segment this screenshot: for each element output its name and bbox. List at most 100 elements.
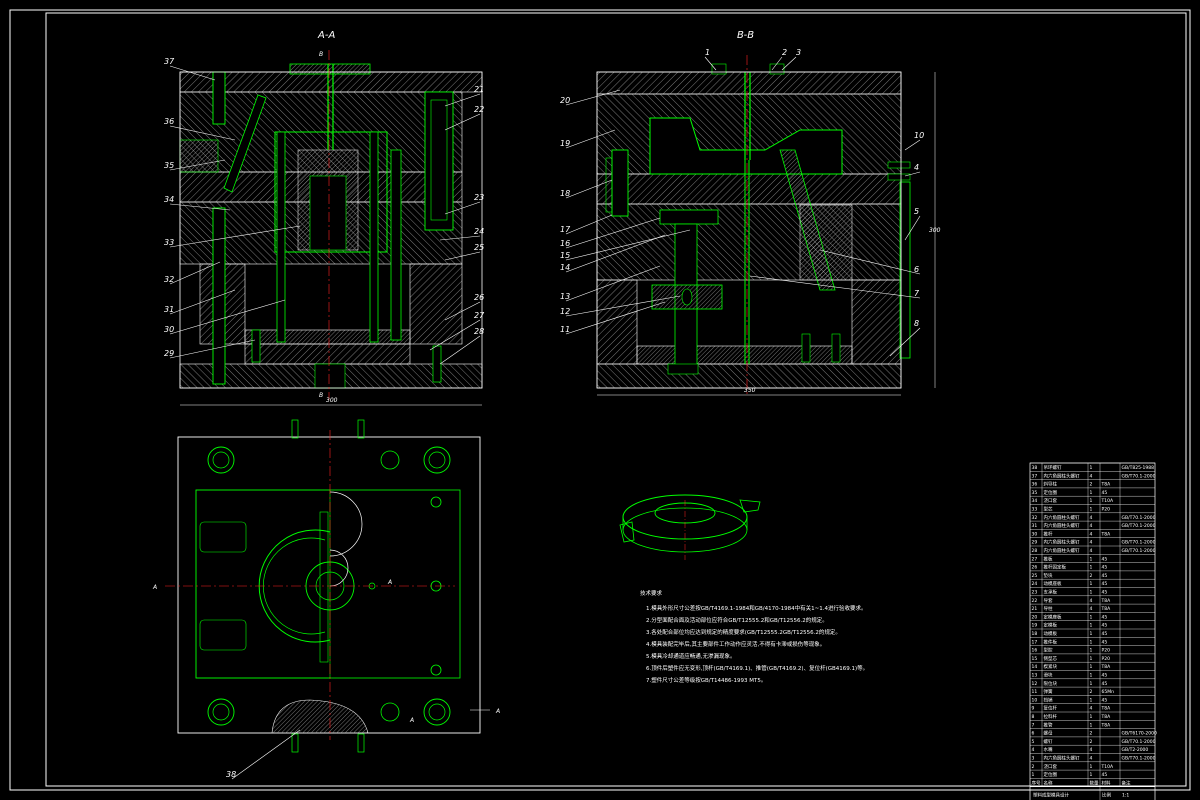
bom-cell: 45	[1102, 623, 1108, 629]
bom-cell: 45	[1102, 590, 1108, 596]
cut-mark-b-bottom: B	[319, 392, 323, 399]
leader-26: 26	[444, 293, 484, 321]
bom-cell: P20	[1102, 656, 1111, 662]
bom-cell: 4	[1090, 531, 1093, 537]
bom-cell: 弹簧	[1044, 688, 1053, 695]
bom-cell: 1	[1090, 764, 1093, 770]
bom-cell: 9	[1032, 706, 1035, 712]
bom-cell: 内六角圆柱头螺钉	[1044, 755, 1080, 762]
leader-number: 14	[560, 263, 570, 272]
leader-number: 34	[164, 195, 174, 204]
bom-cell: 2	[1090, 689, 1093, 695]
leader-7: 7	[749, 275, 921, 299]
bom-cell: 4	[1090, 548, 1093, 554]
bom-cell: 45	[1102, 772, 1108, 778]
bom-cell: 45	[1102, 639, 1108, 645]
section-aa-title: A-A	[317, 30, 335, 41]
bom-cell: 4	[1090, 756, 1093, 762]
bom-cell: 4	[1032, 747, 1035, 753]
bom-cell: 内六角圆柱头螺钉	[1044, 547, 1080, 554]
section-aa-view: A-A B B	[179, 30, 483, 406]
title-block-scale: 1:1	[1122, 793, 1129, 799]
leader-12: 12	[560, 295, 681, 317]
leader-28: 28	[439, 327, 484, 365]
bom-cell: T10A	[1101, 764, 1114, 770]
bom-cell: 序号	[1032, 779, 1041, 786]
plan-view: A A A A	[152, 419, 500, 753]
leader-5: 5	[904, 207, 921, 241]
leader-number: 35	[164, 161, 174, 170]
bom-cell: 垫块	[1044, 572, 1053, 579]
bom-cell: 45	[1102, 573, 1108, 579]
leader-number: 37	[164, 57, 175, 66]
cut-mark-a-center: A	[387, 579, 392, 586]
bom-cell: T8A	[1101, 598, 1112, 604]
bom-cell: 21	[1032, 606, 1038, 612]
leader-22: 22	[444, 105, 484, 131]
bom-cell: 材料	[1102, 779, 1111, 786]
dim-height-right: 300	[929, 227, 941, 234]
bom-cell: 挡销	[1044, 696, 1053, 703]
bom-cell: 45	[1102, 565, 1108, 571]
bom-cell: 浇口套	[1044, 497, 1058, 504]
leader-number: 19	[560, 139, 570, 148]
leader-number: 23	[474, 193, 484, 202]
leader-number: 3	[796, 48, 801, 57]
leader-number: 1	[705, 48, 710, 57]
bom-cell: 6	[1032, 731, 1035, 737]
bom-cell: GB/T70.1-2000	[1122, 473, 1156, 479]
bom-cell: 1	[1090, 772, 1093, 778]
leader-number: 17	[560, 225, 571, 234]
leader-number: 38	[226, 770, 236, 779]
bom-cell: 2	[1032, 764, 1035, 770]
leader-31: 31	[164, 289, 236, 315]
bom-cell: T8A	[1101, 706, 1112, 712]
bom-cell: 2	[1090, 482, 1093, 488]
bom-cell: 推杆	[1044, 530, 1053, 537]
bom-cell: 浇口套	[1044, 763, 1058, 770]
bom-cell: 定位圈	[1044, 771, 1058, 778]
leader-number: 25	[474, 243, 484, 252]
leader-30: 30	[164, 299, 286, 335]
notes-title: 技术要求	[640, 589, 663, 597]
bom-cell: 36	[1032, 482, 1038, 488]
leader-24: 24	[439, 227, 484, 241]
leader-number: 36	[164, 117, 174, 126]
leader-number: 13	[560, 292, 570, 301]
cut-mark-a-bottom: A	[409, 717, 414, 724]
leader-number: 11	[560, 325, 570, 334]
bom-cell: 定模座板	[1044, 613, 1062, 620]
bom-cell: 1	[1090, 498, 1093, 504]
bom-cell: GB/T70.1-2000	[1122, 548, 1156, 554]
leader-number: 16	[560, 239, 570, 248]
leader-21: 21	[444, 85, 484, 107]
note-line-6: 6.顶件后塑件应无变形,顶杆(GB/T4169.1)、推管(GB/T4169.2…	[646, 664, 868, 672]
leader-27: 27	[429, 311, 485, 351]
leader-number: 10	[914, 131, 924, 140]
dim-width-left: 300	[326, 397, 338, 404]
section-bb-title: B-B	[737, 30, 754, 41]
bom-cell: 滑块	[1044, 672, 1053, 679]
bom-cell: 限位块	[1044, 680, 1058, 687]
bom-cell: 定位圈	[1044, 489, 1058, 496]
title-block-name: 塑料成型模具设计	[1033, 792, 1069, 799]
leader-number: 8	[914, 319, 919, 328]
bom-cell: 1	[1090, 623, 1093, 629]
bom-cell: 推件板	[1044, 638, 1058, 645]
bom-cell: 33	[1032, 507, 1038, 513]
bom-cell: GB/T6170-2000	[1122, 731, 1158, 737]
bom-cell: 45	[1102, 614, 1108, 620]
bom-cell: GB/T70.1-2000	[1122, 515, 1156, 521]
bom-cell: 斜导柱	[1044, 481, 1058, 488]
bom-cell: 15	[1032, 656, 1038, 662]
leader-number: 24	[474, 227, 484, 236]
bom-cell: 2	[1090, 731, 1093, 737]
bom-cell: 1	[1090, 673, 1093, 679]
bom-cell: 22	[1032, 598, 1038, 604]
bom-cell: 2	[1090, 573, 1093, 579]
leader-number: 22	[474, 105, 484, 114]
bom-cell: 23	[1032, 590, 1038, 596]
leader-11: 11	[560, 301, 666, 335]
leader-number: 12	[560, 307, 570, 316]
